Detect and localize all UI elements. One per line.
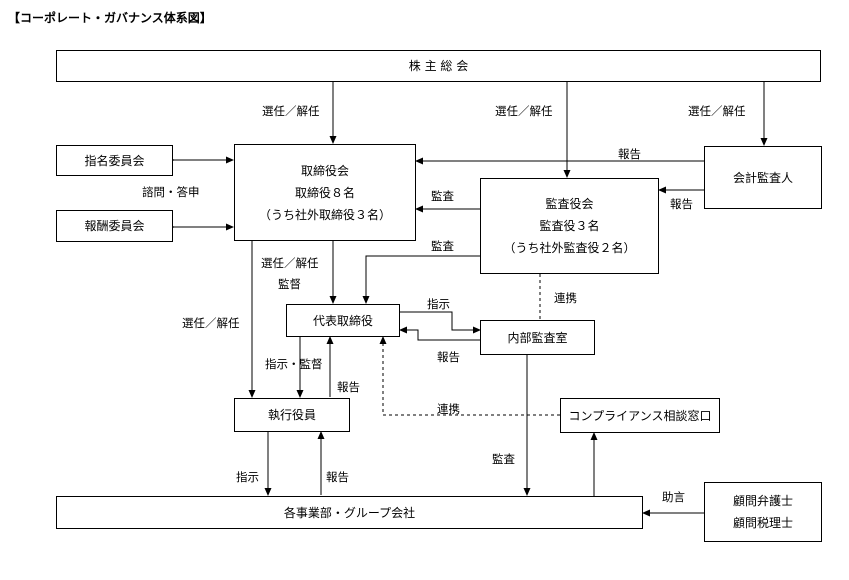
label-instruct-internal: 指示	[427, 297, 450, 311]
label-coop-compliance: 連携	[437, 402, 460, 416]
arrow-compliance-president	[379, 336, 560, 416]
advisors-box: 顧問弁護士 顧問税理士	[704, 482, 822, 542]
board-title: 取締役会	[300, 163, 349, 178]
board-members: 取締役８名	[294, 185, 355, 200]
label-supervise: 監督	[278, 277, 301, 291]
label-report-auditor-audit: 報告	[670, 197, 693, 211]
internal-audit-label: 内部監査室	[507, 330, 568, 345]
label-report-executives: 報告	[337, 380, 360, 394]
representative-director-box: 代表取締役	[286, 304, 400, 337]
label-coop-audit-internal: 連携	[554, 291, 577, 305]
tax-advisor-label: 顧問税理士	[732, 516, 793, 530]
page-title: 【コーポレート・ガバナンス体系図】	[8, 11, 212, 25]
compensation-committee-box: 報酬委員会	[56, 210, 173, 242]
label-elect-board: 選任／解任	[262, 104, 320, 118]
board-of-directors-box: 取締役会 取締役８名 （うち社外取締役３名）	[234, 144, 416, 241]
internal-audit-box: 内部監査室	[480, 320, 595, 355]
shareholders-meeting-box: 株 主 総 会	[56, 50, 821, 82]
label-elect-president: 選任／解任	[261, 256, 319, 270]
label-audit-board-1: 監査	[431, 189, 454, 203]
audit-board-outside-members: （うち社外監査役２名）	[503, 241, 636, 255]
label-report-divisions: 報告	[326, 470, 349, 484]
arrow-president-internal	[400, 311, 481, 334]
nomination-committee-label: 指名委員会	[84, 153, 145, 168]
label-advice: 助言	[662, 490, 685, 504]
label-audit-board-2: 監査	[431, 239, 454, 253]
label-report-auditor-board: 報告	[618, 147, 641, 161]
label-instruct-supervise: 指示・監督	[265, 357, 323, 371]
legal-advisor-label: 顧問弁護士	[732, 494, 793, 508]
representative-director-label: 代表取締役	[312, 313, 373, 328]
divisions-label: 各事業部・グループ会社	[283, 505, 416, 520]
label-consult: 諮問・答申	[142, 185, 200, 199]
label-audit-divisions: 監査	[492, 452, 515, 466]
accounting-auditor-label: 会計監査人	[732, 170, 793, 185]
executive-officers-box: 執行役員	[234, 398, 350, 432]
audit-board-box: 監査役会 監査役３名 （うち社外監査役２名）	[480, 178, 659, 274]
shareholders-meeting-label: 株 主 総 会	[408, 59, 469, 73]
label-elect-auditor: 選任／解任	[688, 104, 746, 118]
divisions-box: 各事業部・グループ会社	[56, 496, 643, 529]
audit-board-members: 監査役３名	[539, 219, 600, 233]
compensation-committee-label: 報酬委員会	[84, 219, 145, 233]
label-report-internal: 報告	[437, 350, 460, 364]
executive-officers-label: 執行役員	[267, 408, 316, 422]
label-elect-audit: 選任／解任	[495, 104, 553, 118]
compliance-desk-box: コンプライアンス相談窓口	[560, 398, 720, 433]
label-elect-executives: 選任／解任	[182, 316, 240, 330]
audit-board-title: 監査役会	[545, 197, 594, 211]
compliance-desk-label: コンプライアンス相談窓口	[568, 408, 712, 423]
arrow-audit-president	[362, 255, 480, 304]
accounting-auditor-box: 会計監査人	[704, 146, 822, 209]
arrow-internal-president	[399, 326, 480, 341]
board-outside-members: （うち社外取締役３名）	[258, 207, 391, 222]
label-instruct-divisions: 指示	[236, 470, 259, 484]
nomination-committee-box: 指名委員会	[56, 145, 173, 176]
